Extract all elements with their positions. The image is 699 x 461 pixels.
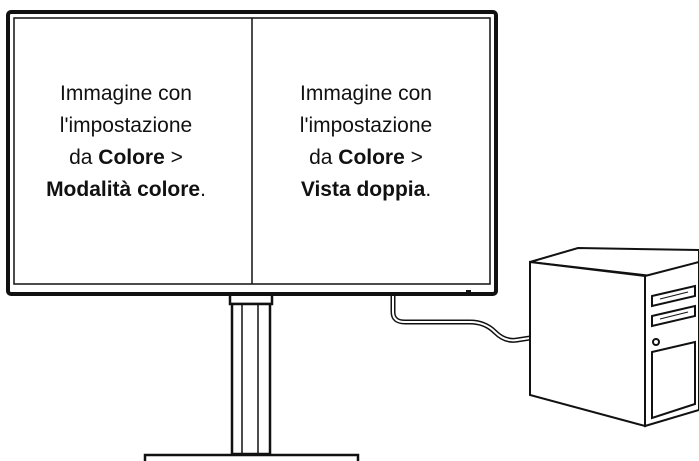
left-pane-option: Modalità colore: [46, 178, 201, 201]
monitor-stand-icon: [143, 290, 360, 461]
left-pane-line4: Modalità colore.: [11, 174, 241, 206]
left-pane-line1: Immagine con: [60, 82, 192, 105]
right-pane-caption: Immagine con l'impostazione da Colore > …: [251, 78, 481, 206]
desktop-pc-tower-icon: [529, 246, 699, 428]
right-pane-line3: da Colore >: [251, 142, 481, 174]
right-pane-line4: Vista doppia.: [251, 174, 481, 206]
right-pane-option: Vista doppia: [300, 178, 426, 201]
right-pane-separator: >: [404, 146, 423, 169]
right-pane-line1: Immagine con: [300, 82, 432, 105]
video-cable-icon: [390, 292, 531, 343]
right-pane-prefix: da: [309, 146, 339, 169]
left-pane-suffix: .: [200, 178, 206, 201]
left-pane-prefix: da: [69, 146, 99, 169]
right-pane-menu: Colore: [338, 146, 405, 169]
right-pane-suffix: .: [425, 178, 432, 201]
left-pane-separator: >: [164, 146, 183, 169]
left-pane-caption: Immagine con l'impostazione da Colore > …: [11, 78, 241, 206]
left-pane-line3: da Colore >: [11, 142, 241, 174]
left-pane-menu: Colore: [98, 146, 165, 169]
monitor-icon: [6, 10, 498, 296]
left-pane-line2: l'impostazione: [59, 114, 193, 137]
right-pane-line2: l'impostazione: [299, 114, 433, 137]
